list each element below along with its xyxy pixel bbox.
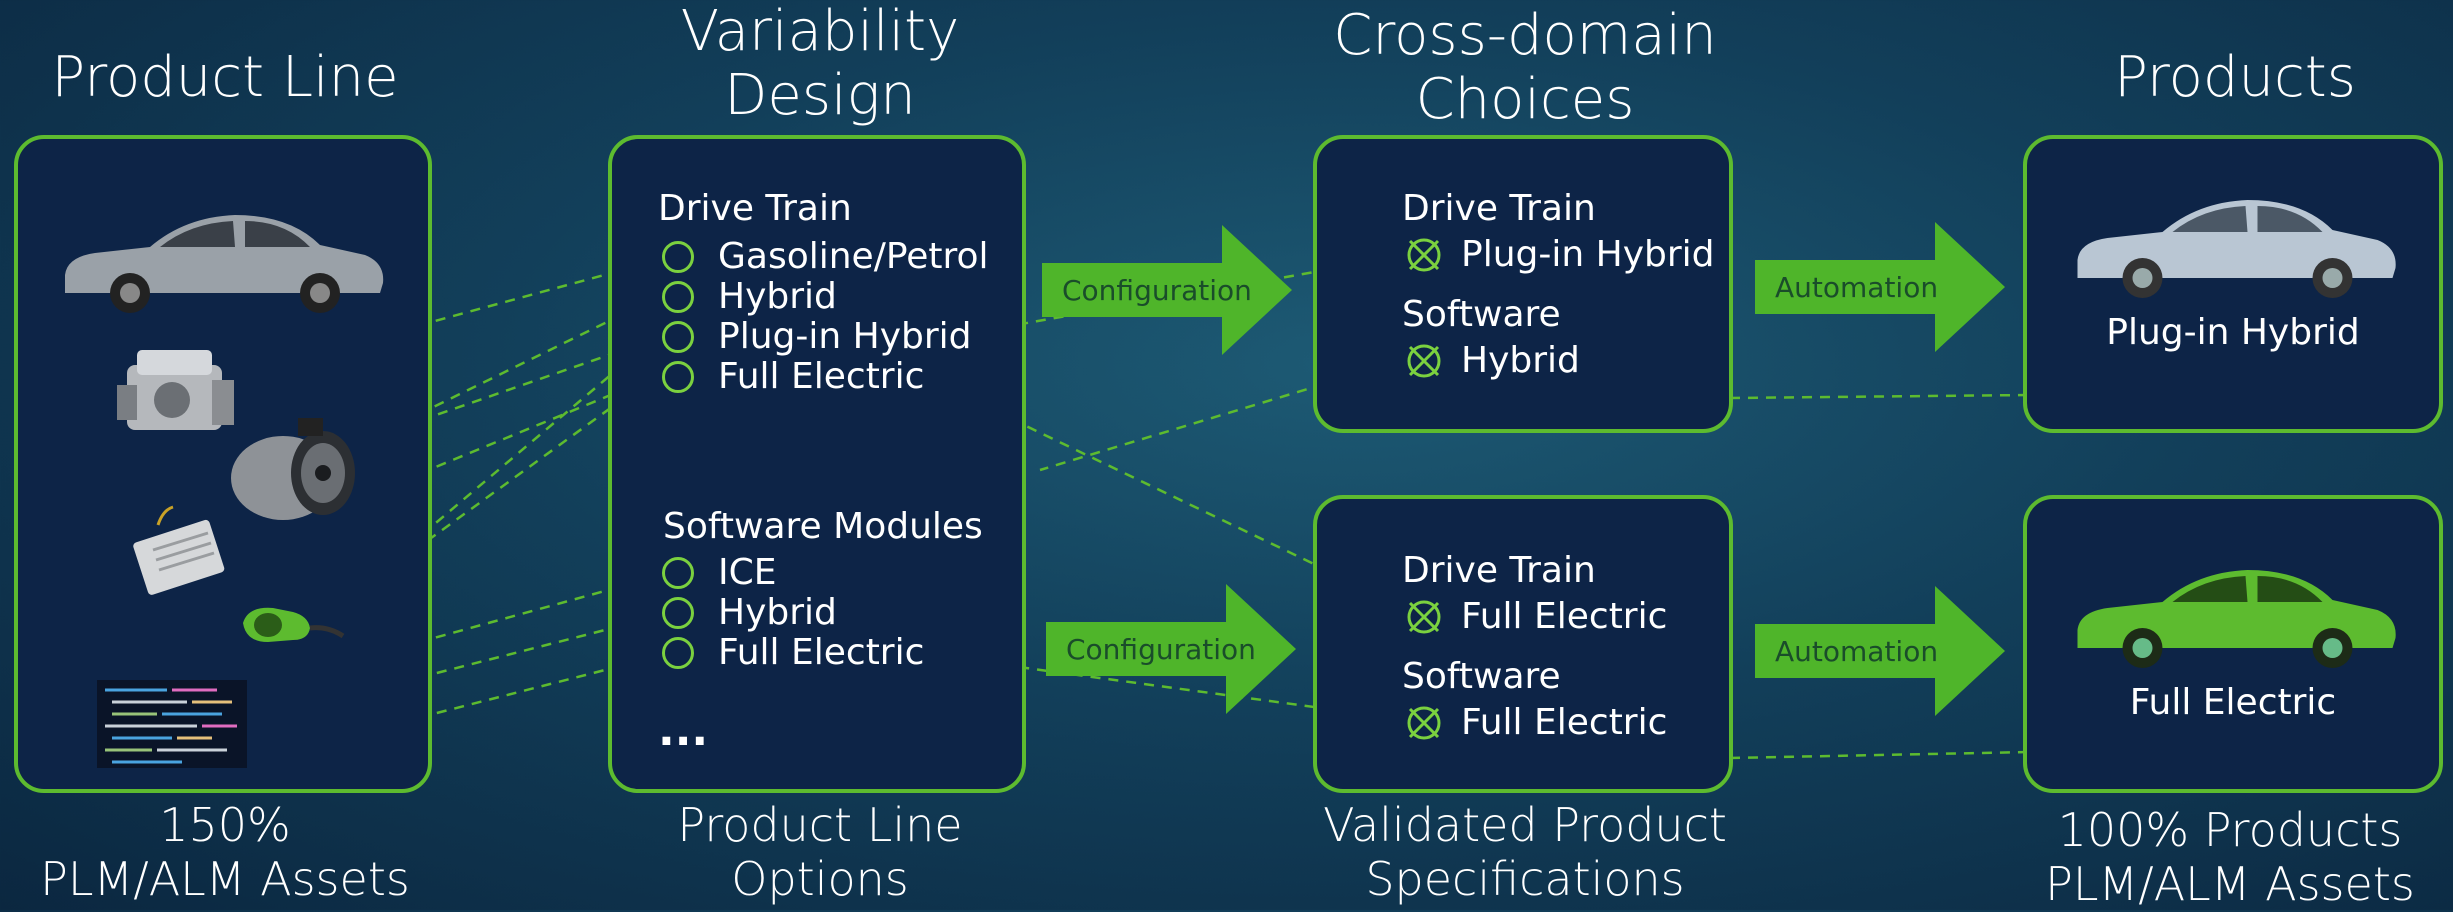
software-modules-heading: Software Modules [663, 506, 983, 547]
automation-arrow-bottom: Automation [1755, 586, 2005, 716]
radio-icon [662, 280, 694, 313]
option-sw-full-electric[interactable]: Full Electric [662, 632, 924, 673]
option-full-electric[interactable]: Full Electric [662, 356, 924, 397]
source-code-icon [97, 680, 247, 768]
automation-label: Automation [1775, 271, 1938, 304]
sedan-car-icon [2077, 570, 2396, 668]
option-hybrid[interactable]: Hybrid [662, 276, 837, 317]
choice-drive-train-value: Full Electric [1405, 596, 1667, 637]
radio-icon [662, 320, 694, 353]
product-line-caption: 150%PLM/ALM Assets [40, 798, 410, 907]
variability-design-panel [608, 135, 1026, 793]
products-title: Products [2114, 45, 2356, 110]
more-options-ellipsis: ... [658, 705, 709, 756]
option-plug-in-hybrid[interactable]: Plug-in Hybrid [662, 316, 972, 357]
product-label-plug-in-hybrid: Plug-in Hybrid [2106, 312, 2360, 353]
choice-drive-train-label: Drive Train [1402, 550, 1596, 591]
electric-motor-icon [231, 418, 355, 520]
choice-software-value: Full Electric [1405, 702, 1667, 743]
option-ice[interactable]: ICE [662, 552, 777, 593]
selected-x-check-icon [1407, 706, 1441, 739]
configuration-arrow-bottom: Configuration [1046, 584, 1296, 714]
product-line-title: Product Line [51, 45, 399, 110]
selected-x-check-icon [1407, 238, 1441, 271]
product-label-full-electric: Full Electric [2129, 682, 2337, 723]
choice-panel-full-electric [1313, 495, 1733, 793]
radio-icon [662, 240, 694, 273]
configuration-arrow-top: Configuration [1042, 225, 1292, 355]
choice-drive-train-label: Drive Train [1402, 188, 1596, 229]
sedan-car-icon [2077, 200, 2396, 298]
charging-plug-icon [243, 607, 345, 642]
option-sw-hybrid[interactable]: Hybrid [662, 592, 837, 633]
drive-train-heading: Drive Train [658, 188, 852, 229]
option-gasoline[interactable]: Gasoline/Petrol [662, 236, 989, 277]
selected-x-check-icon [1407, 344, 1441, 377]
configuration-label: Configuration [1066, 633, 1256, 666]
choice-software-label: Software [1402, 294, 1561, 335]
engine-icon [117, 350, 234, 430]
automation-label: Automation [1775, 635, 1938, 668]
radio-icon [662, 556, 694, 589]
radio-icon [662, 636, 694, 669]
choice-drive-train-value: Plug-in Hybrid [1405, 234, 1715, 275]
choice-panel-plug-in-hybrid [1313, 135, 1733, 433]
configuration-label: Configuration [1062, 274, 1252, 307]
automation-arrow-top: Automation [1755, 222, 2005, 352]
radio-icon [662, 596, 694, 629]
choice-software-value: Hybrid [1405, 340, 1580, 381]
choice-software-label: Software [1402, 656, 1561, 697]
selected-x-check-icon [1407, 600, 1441, 633]
sedan-car-icon [65, 215, 384, 313]
product-panel-plug-in-hybrid [2023, 135, 2443, 433]
controller-box-icon [133, 505, 225, 595]
radio-icon [662, 360, 694, 393]
